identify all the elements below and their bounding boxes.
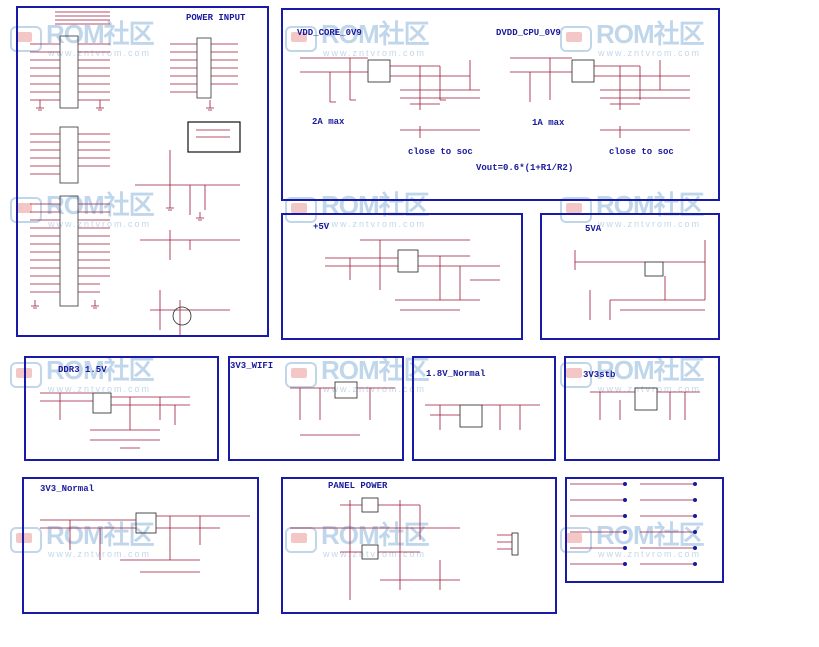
title-ddr3: DDR3 1.5V (58, 365, 107, 375)
ic-3v3-wifi (334, 381, 358, 399)
panel-3v3-wifi (228, 356, 404, 461)
vdd-core-max: 2A max (312, 117, 345, 127)
panel-5v (281, 213, 523, 340)
ic-1v8 (459, 404, 483, 428)
panel-panel-power (281, 477, 557, 614)
panel-signal-list (565, 477, 724, 583)
title-panel-power: PANEL POWER (328, 481, 388, 491)
title-dvdd-cpu: DVDD_CPU_0V9 (496, 28, 561, 38)
panel-ddr3 (24, 356, 219, 461)
ic-ddr3 (92, 392, 112, 414)
ic-3v3-normal (135, 512, 157, 534)
panel-1v8 (412, 356, 556, 461)
title-3v3stb: 3V3stb (583, 370, 616, 380)
connector-cn3 (59, 195, 79, 307)
connector-panel (511, 532, 519, 556)
ic-5va (644, 261, 664, 277)
connector-cn2 (59, 126, 79, 184)
title-5v: +5V (313, 222, 330, 232)
panel-3v3-normal (22, 477, 259, 614)
panel-vdd-core-cpu (281, 8, 720, 201)
connector-cn1 (59, 35, 79, 109)
title-1v8: 1.8V_Normal (426, 369, 486, 379)
title-5va: 5VA (585, 224, 602, 234)
ic-5v (397, 249, 419, 273)
title-3v3-normal: 3V3_Normal (40, 484, 95, 494)
ic-3v3stb (634, 387, 658, 411)
panel-3v3stb (564, 356, 720, 461)
ic-dvdd-cpu (571, 59, 595, 83)
panel-power-input (16, 6, 269, 337)
title-vdd-core: VDD_CORE_0V9 (297, 28, 362, 38)
vout-formula: Vout=0.6*(1+R1/R2) (476, 163, 574, 173)
ic-vdd-core (367, 59, 391, 83)
vdd-core-close: close to soc (408, 147, 473, 157)
title-power-input: POWER INPUT (186, 13, 246, 23)
panel-5va (540, 213, 720, 340)
title-3v3-wifi: 3V3_WIFI (230, 361, 274, 371)
jumper-box (187, 121, 241, 153)
dvdd-cpu-max: 1A max (532, 118, 565, 128)
dvdd-cpu-close: close to soc (609, 147, 674, 157)
